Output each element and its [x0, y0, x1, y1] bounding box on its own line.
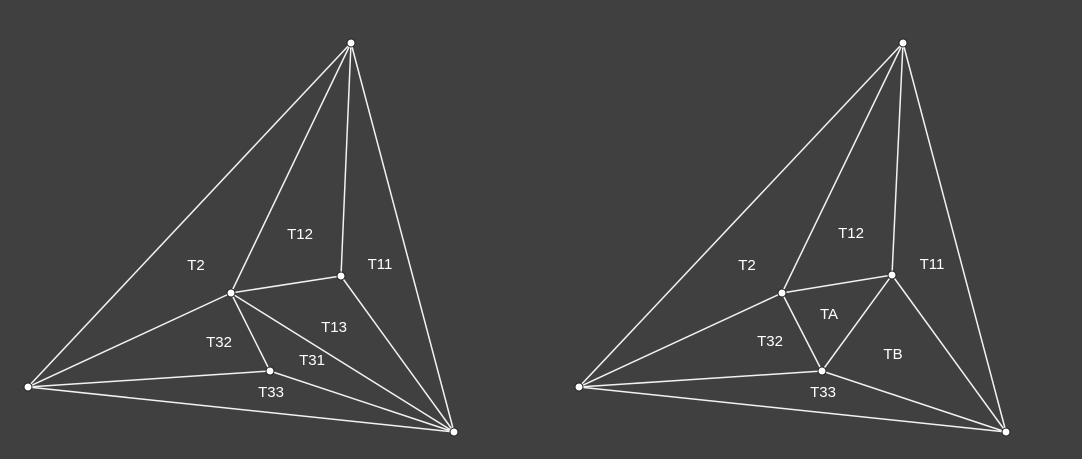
left-triangulation: T2 T12 T11 T13 T32 T31 T33: [23, 38, 459, 437]
vertex-bottom-right[interactable]: [1001, 427, 1011, 437]
region-label-t32: T32: [757, 333, 783, 350]
edge: [340, 275, 455, 433]
region-label-t11: T11: [368, 256, 393, 273]
edge: [27, 386, 455, 433]
region-label-tb: TB: [883, 346, 902, 363]
edge: [230, 292, 271, 372]
region-label-t12: T12: [838, 225, 864, 242]
edge: [781, 274, 893, 294]
vertex-inner-bottom[interactable]: [817, 366, 827, 376]
region-label-t12: T12: [287, 226, 313, 243]
edge: [27, 370, 271, 388]
vertex-inner-right[interactable]: [336, 271, 346, 281]
region-label-t33: T33: [258, 384, 284, 401]
vertex-inner-right[interactable]: [887, 270, 897, 280]
region-label-t11: T11: [920, 256, 945, 273]
region-label-t2: T2: [738, 257, 756, 274]
vertex-inner-left[interactable]: [226, 288, 236, 298]
edge: [230, 42, 352, 294]
left-edges: [27, 42, 455, 433]
edge: [230, 292, 455, 433]
edge: [578, 292, 783, 388]
edge: [891, 274, 1007, 433]
edge: [902, 42, 1007, 433]
edge: [269, 370, 455, 433]
vertex-inner-bottom[interactable]: [265, 366, 275, 376]
edge: [350, 42, 455, 433]
edge: [230, 275, 342, 294]
region-label-t13: T13: [321, 319, 347, 336]
right-triangulation: T2 T12 T11 TA T32 TB T33: [574, 38, 1011, 437]
right-labels: T2 T12 T11 TA T32 TB T33: [738, 225, 944, 401]
vertex-bottom-left[interactable]: [23, 382, 33, 392]
edge: [891, 42, 904, 276]
edge: [821, 370, 1007, 433]
edge: [578, 42, 904, 388]
vertex-apex[interactable]: [346, 38, 356, 48]
edge: [781, 42, 904, 294]
right-vertices: [574, 38, 1011, 437]
edge: [781, 292, 823, 372]
edge: [27, 42, 352, 388]
vertex-inner-left[interactable]: [777, 288, 787, 298]
edge: [821, 274, 893, 372]
vertex-bottom-right[interactable]: [449, 427, 459, 437]
region-label-t32: T32: [206, 334, 232, 351]
region-label-t2: T2: [187, 257, 205, 274]
region-label-t31: T31: [299, 352, 325, 369]
edge: [578, 386, 1007, 433]
edge: [340, 42, 352, 277]
edge: [27, 292, 232, 388]
region-label-t33: T33: [810, 384, 836, 401]
left-vertices: [23, 38, 459, 437]
left-labels: T2 T12 T11 T13 T32 T31 T33: [187, 226, 392, 401]
right-edges: [578, 42, 1007, 433]
edge: [578, 370, 823, 388]
region-label-ta: TA: [820, 306, 838, 323]
vertex-apex[interactable]: [898, 38, 908, 48]
vertex-bottom-left[interactable]: [574, 382, 584, 392]
